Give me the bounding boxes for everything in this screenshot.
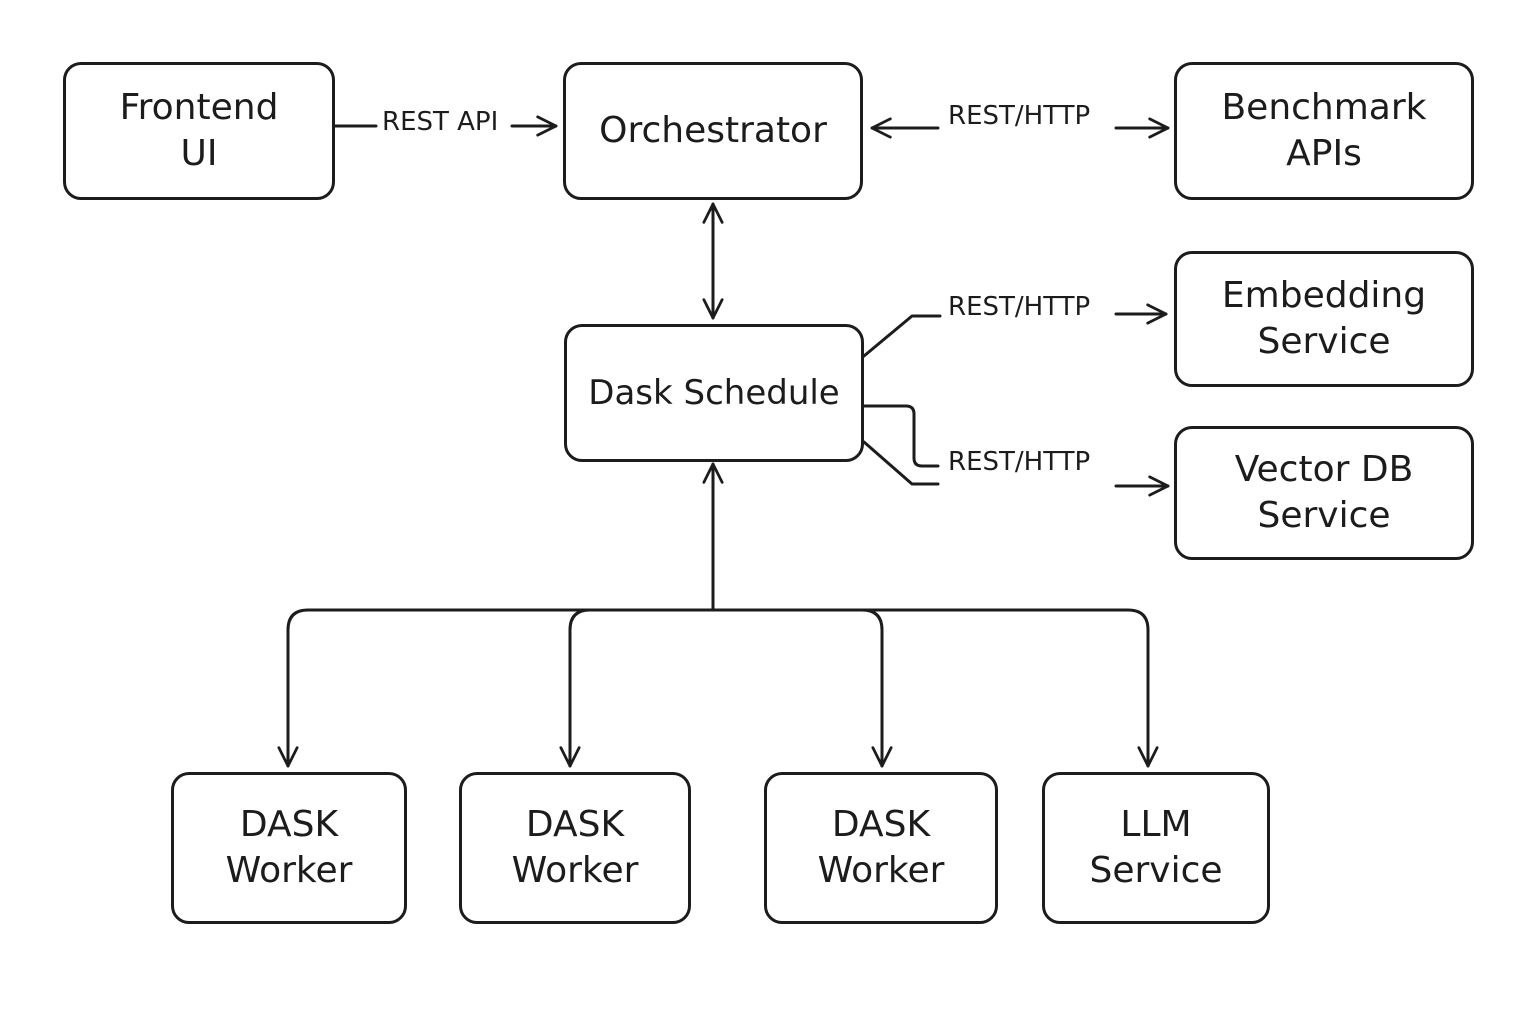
edge-scheduler-embedding: [862, 314, 942, 358]
node-dask-worker-2: DASK Worker: [459, 772, 691, 924]
edge-label-scheduler-embedding: REST/HTTP: [948, 292, 1091, 322]
node-label-line: Worker: [225, 850, 353, 891]
node-label-line: DASK: [239, 804, 339, 845]
node-vector-db-service: Vector DB Service: [1174, 426, 1474, 560]
node-label-line: LLM: [1120, 804, 1192, 845]
node-label-line: Service: [1257, 495, 1391, 536]
node-dask-worker-1: DASK Worker: [171, 772, 407, 924]
edge-label-scheduler-vectordb: REST/HTTP: [948, 447, 1091, 477]
node-label-line: DASK: [525, 804, 625, 845]
node-dask-worker-3: DASK Worker: [764, 772, 998, 924]
node-label-line: Worker: [511, 850, 639, 891]
node-label-line: Service: [1089, 850, 1223, 891]
edge-label-orchestrator-benchmark: REST/HTTP: [948, 101, 1091, 131]
bus-branch-worker3: [860, 608, 884, 632]
edge-scheduler-vectordb-lower: [862, 440, 940, 486]
node-label-line: DASK: [831, 804, 931, 845]
node-frontend-ui: Frontend UI: [63, 62, 335, 200]
node-dask-scheduler: Dask Schedule: [564, 324, 864, 462]
node-label-line: APIs: [1286, 133, 1362, 174]
node-llm-service: LLM Service: [1042, 772, 1270, 924]
bus-branch-worker2: [568, 608, 592, 632]
node-label-line: Vector DB: [1234, 449, 1414, 490]
worker-bus: [286, 608, 1150, 632]
node-label-line: Worker: [817, 850, 945, 891]
node-label-line: Dask Schedule: [588, 373, 840, 413]
edge-scheduler-vectordb-upper: [862, 404, 940, 468]
node-label-line: Orchestrator: [599, 110, 827, 151]
node-embedding-service: Embedding Service: [1174, 251, 1474, 387]
node-label-line: Embedding: [1221, 275, 1427, 316]
node-label-line: UI: [180, 133, 218, 174]
node-benchmark-apis: Benchmark APIs: [1174, 62, 1474, 200]
node-label-line: Service: [1257, 321, 1391, 362]
node-orchestrator: Orchestrator: [563, 62, 863, 200]
node-label-line: Frontend: [119, 87, 279, 128]
node-label-line: Benchmark: [1221, 87, 1427, 128]
edge-label-rest-api: REST API: [382, 107, 499, 137]
